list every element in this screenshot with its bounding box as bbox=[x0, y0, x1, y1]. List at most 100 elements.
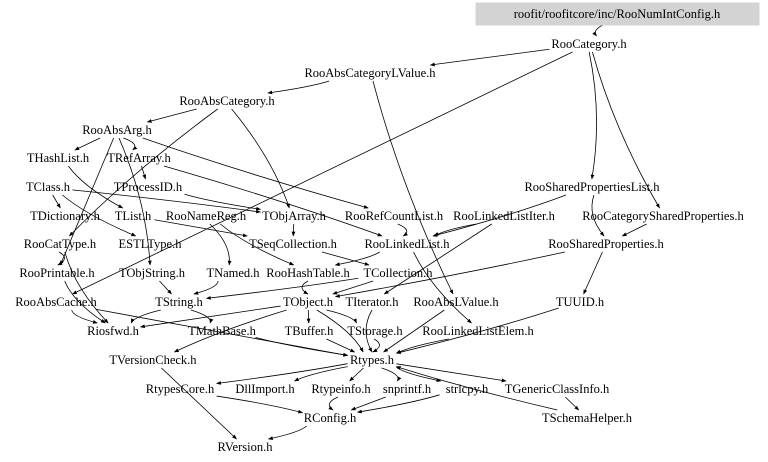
edge-RooHashTable-to-TObject bbox=[301, 280, 309, 295]
node-root[interactable]: roofit/roofitcore/inc/RooNumIntConfig.h bbox=[475, 2, 760, 26]
node-TDictionary[interactable]: TDictionary.h bbox=[30, 209, 100, 223]
node-TNamed[interactable]: TNamed.h bbox=[206, 266, 260, 280]
node-TMathBase[interactable]: TMathBase.h bbox=[188, 324, 256, 338]
node-TString[interactable]: TString.h bbox=[155, 295, 203, 309]
node-label: RooAbsArg.h bbox=[82, 123, 152, 137]
node-label: TStorage.h bbox=[347, 324, 403, 338]
node-Rtypeinfo[interactable]: Rtypeinfo.h bbox=[311, 382, 371, 396]
node-TStorage[interactable]: TStorage.h bbox=[347, 324, 403, 338]
node-label: TObjArray.h bbox=[262, 209, 327, 223]
node-RooSharedPropertiesList[interactable]: RooSharedPropertiesList.h bbox=[524, 180, 660, 194]
edge-RooCategory-to-RooCategorySharedProperties bbox=[592, 51, 660, 209]
node-ESTLType[interactable]: ESTLType.h bbox=[119, 237, 183, 251]
node-RooLinkedListElem[interactable]: RooLinkedListElem.h bbox=[422, 324, 534, 338]
node-label: RooAbsCategoryLValue.h bbox=[304, 66, 436, 80]
node-label: TCollection.h bbox=[363, 266, 433, 280]
node-RConfig[interactable]: RConfig.h bbox=[304, 411, 357, 425]
node-TObjString[interactable]: TObjString.h bbox=[119, 266, 186, 280]
node-RooAbsCache[interactable]: RooAbsCache.h bbox=[15, 295, 97, 309]
edge-RooCategorySharedProperties-to-RooSharedProperties bbox=[621, 223, 647, 237]
node-label: TSeqCollection.h bbox=[249, 237, 338, 251]
node-TProcessID[interactable]: TProcessID.h bbox=[114, 180, 183, 194]
node-Rtypes[interactable]: Rtypes.h bbox=[350, 353, 395, 367]
edge-Rtypes-to-DllImport bbox=[294, 366, 348, 382]
edge-RooLinkedListElem-to-Rtypes bbox=[395, 338, 449, 354]
node-TObject[interactable]: TObject.h bbox=[283, 295, 334, 309]
node-label: RooRefCountList.h bbox=[345, 209, 444, 223]
root-node-box bbox=[475, 2, 760, 26]
edge-TSchemaHelper-to-Rtypes bbox=[395, 366, 558, 411]
edge-TCollection-to-TObject bbox=[332, 280, 374, 295]
node-TVersionCheck[interactable]: TVersionCheck.h bbox=[109, 353, 197, 367]
node-label: TIterator.h bbox=[345, 295, 399, 309]
node-RooAbsLValue[interactable]: RooAbsLValue.h bbox=[413, 295, 499, 309]
node-TUUID[interactable]: TUUID.h bbox=[556, 295, 605, 309]
edge-TObject-to-Riosfwd bbox=[139, 305, 281, 329]
node-TList[interactable]: TList.h bbox=[115, 209, 152, 223]
edge-TGenericClassInfo-to-TSchemaHelper bbox=[564, 396, 580, 411]
edge-RtypesCore-to-RConfig bbox=[216, 395, 304, 414]
node-TSchemaHelper[interactable]: TSchemaHelper.h bbox=[542, 411, 633, 425]
edge-RooAbsArg-to-TObjString bbox=[118, 137, 152, 266]
node-label: RooSharedProperties.h bbox=[548, 237, 664, 251]
edge-TRefArray-to-RooLinkedList bbox=[163, 165, 383, 237]
node-snprintf[interactable]: snprintf.h bbox=[383, 382, 432, 396]
node-TClass[interactable]: TClass.h bbox=[26, 180, 71, 194]
edge-TStorage-to-Rtypes bbox=[372, 338, 380, 353]
edge-TRefArray-to-TProcessID bbox=[141, 165, 147, 180]
node-label: THashList.h bbox=[27, 151, 90, 165]
node-RVersion[interactable]: RVersion.h bbox=[218, 440, 274, 454]
node-label: Rtypeinfo.h bbox=[311, 382, 371, 396]
node-label: RooAbsCategory.h bbox=[179, 94, 275, 108]
node-TBuffer[interactable]: TBuffer.h bbox=[285, 324, 334, 338]
edge-RooCategory-to-RooSharedPropertiesList bbox=[588, 51, 597, 180]
edge-TObject-to-Rtypes bbox=[316, 309, 364, 353]
node-TObjArray[interactable]: TObjArray.h bbox=[262, 209, 327, 223]
node-DllImport[interactable]: DllImport.h bbox=[235, 382, 295, 396]
edge-RooRefCountList-to-RooLinkedList bbox=[397, 223, 408, 237]
node-Riosfwd[interactable]: Riosfwd.h bbox=[87, 324, 139, 338]
node-THashList[interactable]: THashList.h bbox=[27, 151, 90, 165]
node-RooLinkedList[interactable]: RooLinkedList.h bbox=[364, 237, 450, 251]
node-RooPrintable[interactable]: RooPrintable.h bbox=[19, 266, 95, 280]
node-label: snprintf.h bbox=[383, 382, 432, 396]
node-RooNameReg[interactable]: RooNameReg.h bbox=[166, 209, 247, 223]
edge-RooAbsArg-to-RooRefCountList bbox=[142, 137, 369, 209]
node-TRefArray[interactable]: TRefArray.h bbox=[107, 151, 171, 165]
edge-RooSharedPropertiesList-to-RooSharedProperties bbox=[591, 194, 605, 237]
node-label: TClass.h bbox=[26, 180, 71, 194]
edge-TSeqCollection-to-TCollection bbox=[321, 251, 370, 266]
node-RooAbsArg[interactable]: RooAbsArg.h bbox=[82, 123, 152, 137]
node-label: TDictionary.h bbox=[30, 209, 100, 223]
edge-TClass-to-TObjArray bbox=[72, 189, 261, 214]
node-RtypesCore[interactable]: RtypesCore.h bbox=[146, 382, 215, 396]
node-label: TUUID.h bbox=[556, 295, 605, 309]
edge-RooAbsLValue-to-Rtypes bbox=[383, 309, 445, 353]
node-label: RooAbsLValue.h bbox=[413, 295, 499, 309]
node-label: RooSharedPropertiesList.h bbox=[524, 180, 660, 194]
node-RooAbsCategoryLValue[interactable]: RooAbsCategoryLValue.h bbox=[304, 66, 436, 80]
edge-RooPrintable-to-Riosfwd bbox=[64, 280, 106, 324]
node-TCollection[interactable]: TCollection.h bbox=[363, 266, 433, 280]
node-RooCatType[interactable]: RooCatType.h bbox=[24, 237, 97, 251]
node-RooSharedProperties[interactable]: RooSharedProperties.h bbox=[548, 237, 664, 251]
node-TGenericClassInfo[interactable]: TGenericClassInfo.h bbox=[505, 382, 610, 396]
edge-RooSharedPropertiesList-to-RooLinkedList bbox=[432, 194, 567, 237]
node-strlcpy[interactable]: strlcpy.h bbox=[446, 382, 489, 396]
node-label: Riosfwd.h bbox=[87, 324, 139, 338]
node-RooHashTable[interactable]: RooHashTable.h bbox=[266, 266, 350, 280]
node-RooAbsCategory[interactable]: RooAbsCategory.h bbox=[179, 94, 275, 108]
node-TIterator[interactable]: TIterator.h bbox=[345, 295, 399, 309]
node-label: TObjString.h bbox=[119, 266, 186, 280]
node-RooRefCountList[interactable]: RooRefCountList.h bbox=[345, 209, 444, 223]
node-label: TRefArray.h bbox=[107, 151, 171, 165]
edge-TIterator-to-Rtypes bbox=[365, 309, 373, 353]
node-label: DllImport.h bbox=[235, 382, 295, 396]
edge-TString-to-TMathBase bbox=[190, 309, 214, 324]
node-RooCategory[interactable]: RooCategory.h bbox=[551, 37, 627, 51]
node-RooLinkedListIter[interactable]: RooLinkedListIter.h bbox=[453, 209, 555, 223]
node-TSeqCollection[interactable]: TSeqCollection.h bbox=[249, 237, 338, 251]
node-RooCategorySharedProperties[interactable]: RooCategorySharedProperties.h bbox=[582, 209, 744, 223]
edge-RooAbsArg-to-THashList bbox=[74, 137, 101, 151]
edge-RooAbsCategory-to-RooAbsArg bbox=[146, 108, 197, 123]
